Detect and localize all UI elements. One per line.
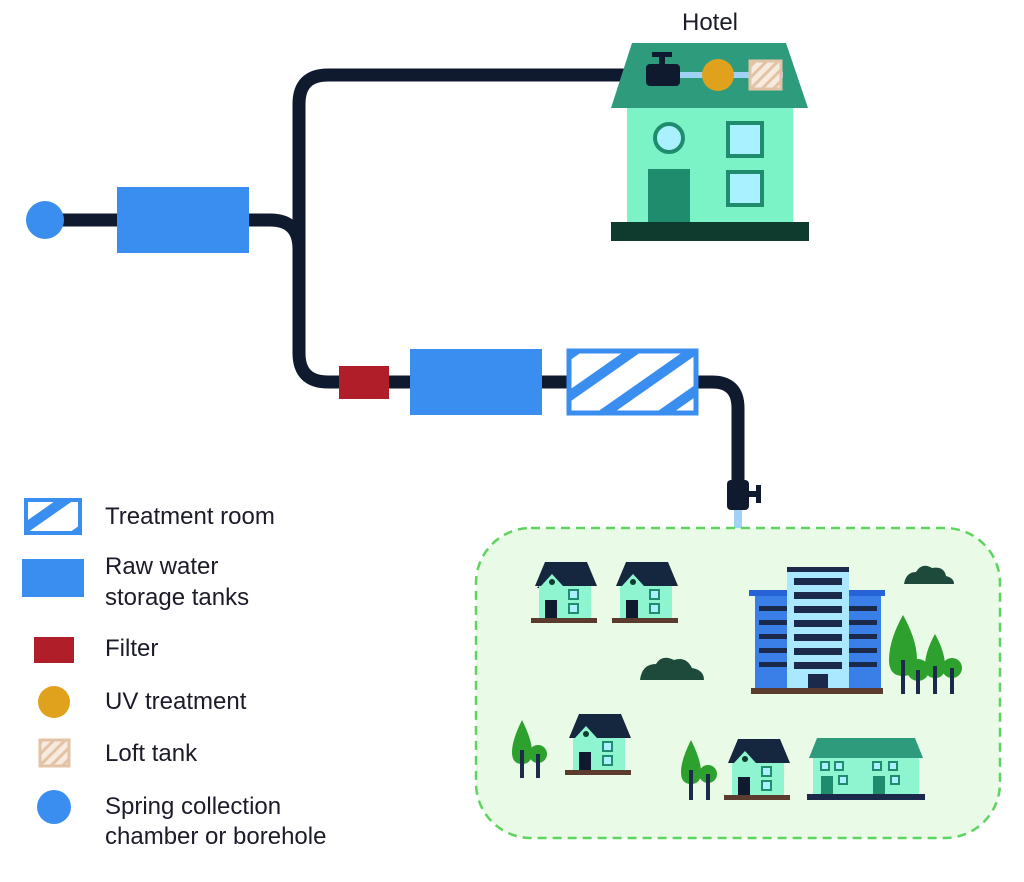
legend-loft-tank: Loft tank	[105, 740, 198, 767]
hotel-round-window	[653, 122, 685, 154]
legend-swatch-loft-tank	[38, 738, 71, 768]
legend-uv-treatment: UV treatment	[105, 688, 247, 715]
trees-group-2	[512, 720, 547, 778]
legend-filter: Filter	[105, 635, 159, 662]
hotel-building: Hotel	[611, 9, 809, 241]
legend-swatch-filter	[34, 637, 74, 663]
legend-raw-water-line1: Raw water	[105, 553, 219, 580]
trees-group-3	[681, 740, 717, 800]
loft-tank	[748, 59, 783, 91]
hotel-window-2	[726, 170, 764, 207]
legend-raw-water-line2: storage tanks	[105, 584, 250, 611]
hotel-window-1	[726, 121, 764, 158]
uv-treatment-unit	[702, 59, 734, 91]
pipe-treatment-to-community	[688, 375, 745, 495]
trees-group-1	[889, 615, 962, 694]
tap-icon	[646, 52, 680, 86]
pipe-network	[38, 68, 745, 495]
treatment-room	[566, 348, 699, 416]
house-4	[724, 739, 790, 800]
spring-collection-chamber	[26, 201, 64, 239]
filter	[339, 366, 389, 399]
hotel-door	[648, 169, 690, 222]
terrace-house	[807, 738, 925, 800]
legend-swatch-raw-water	[22, 559, 84, 597]
hotel-base	[611, 222, 809, 241]
raw-water-storage-tank-1	[117, 187, 249, 253]
house-3	[565, 714, 631, 775]
valve-icon	[727, 480, 761, 510]
raw-water-storage-tank-2	[410, 349, 542, 415]
legend-spring-line1: Spring collection	[105, 793, 282, 820]
pipe-tank-to-junction	[238, 213, 306, 256]
pipe-junction-to-hotel	[292, 68, 667, 256]
bush-1	[640, 657, 704, 680]
hotel-label: Hotel	[682, 9, 738, 36]
legend-spring-line2: chamber or borehole	[105, 823, 327, 850]
legend-swatch-uv	[38, 686, 70, 718]
house-1	[531, 562, 597, 623]
legend-swatch-spring	[37, 790, 71, 824]
legend-swatch-treatment-room	[24, 498, 82, 535]
legend-treatment-room: Treatment room	[105, 503, 275, 530]
bush-2	[904, 565, 954, 584]
house-2	[612, 562, 678, 623]
pipe-junction-to-filter	[292, 242, 352, 389]
office-building	[749, 567, 885, 694]
